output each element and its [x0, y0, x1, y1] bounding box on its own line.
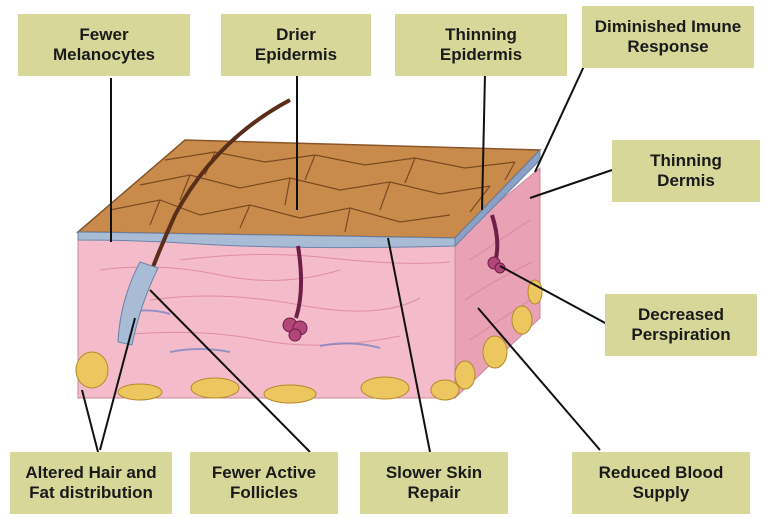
- label-altered-hair-fat: Altered Hair and Fat distribution: [10, 452, 172, 514]
- label-thinning-dermis: Thinning Dermis: [612, 140, 760, 202]
- label-diminished-immune: Diminished Imune Response: [582, 6, 754, 68]
- label-fewer-melanocytes: Fewer Melanocytes: [18, 14, 190, 76]
- label-reduced-blood-supply: Reduced Blood Supply: [572, 452, 750, 514]
- label-fewer-active-follicles: Fewer Active Follicles: [190, 452, 338, 514]
- label-drier-epidermis: Drier Epidermis: [221, 14, 371, 76]
- label-slower-skin-repair: Slower Skin Repair: [360, 452, 508, 514]
- label-decreased-perspiration: Decreased Perspiration: [605, 294, 757, 356]
- label-thinning-epidermis: Thinning Epidermis: [395, 14, 567, 76]
